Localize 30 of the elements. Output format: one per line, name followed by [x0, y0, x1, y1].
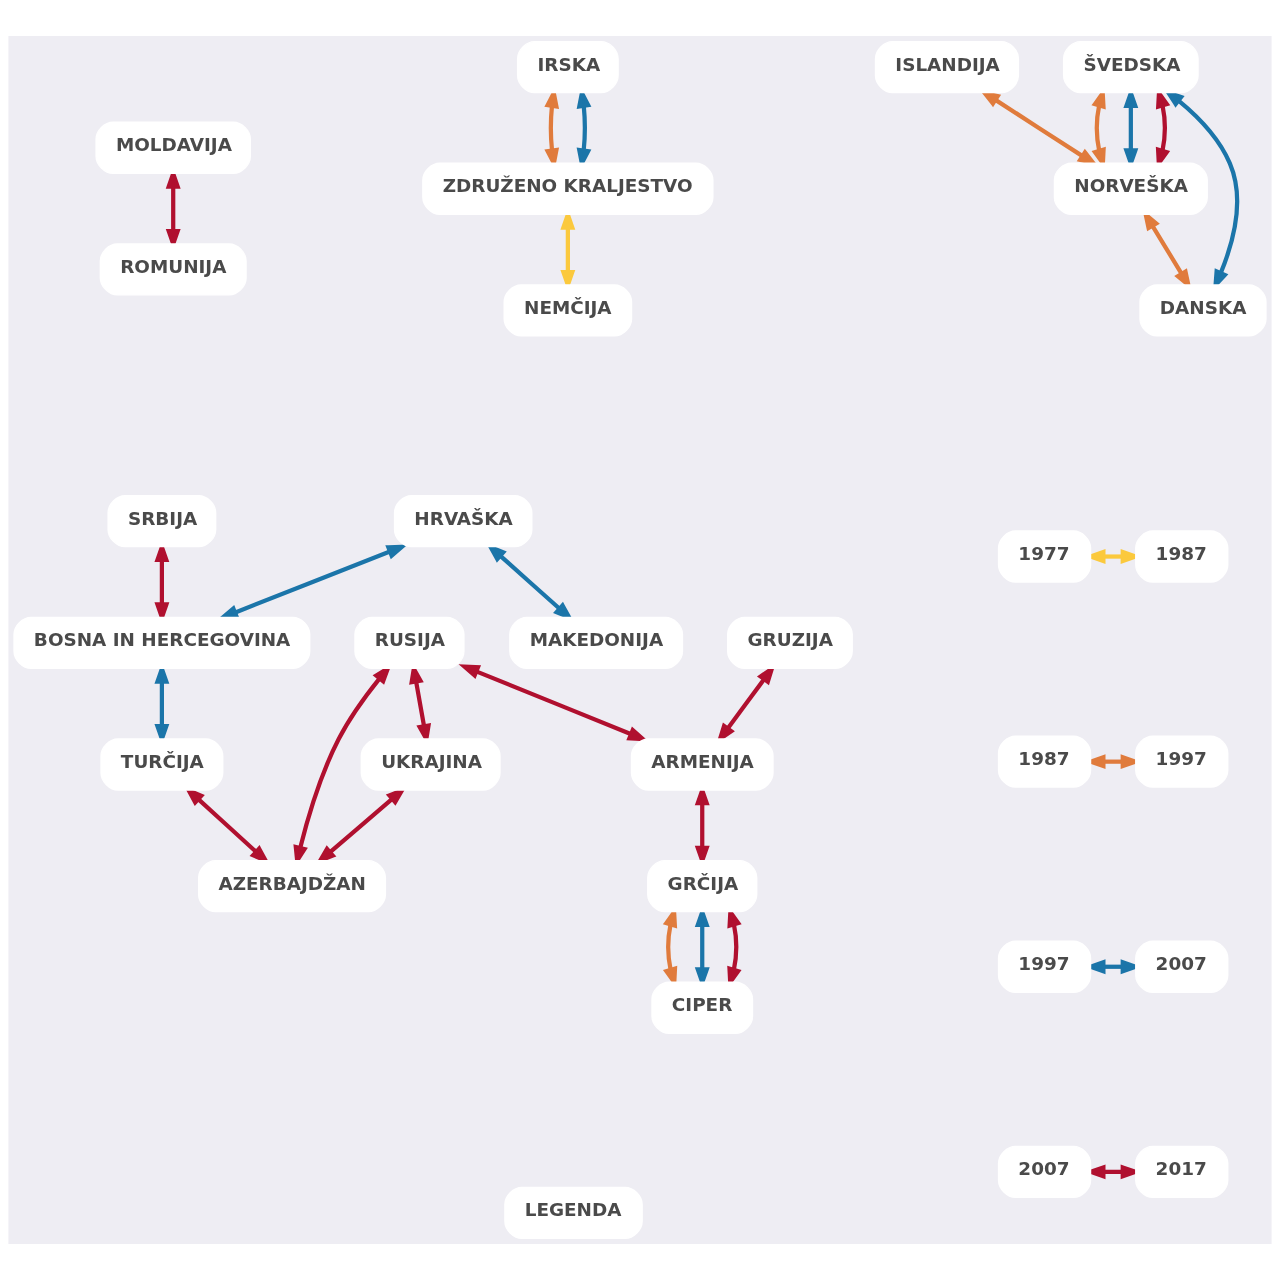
node-box: ŠVEDSKA: [1062, 40, 1199, 94]
node-box: RUSIJA: [354, 616, 465, 669]
node-box: ISLANDIJA: [874, 40, 1020, 94]
node-box: 1987: [997, 735, 1092, 788]
node-box: 1997: [1135, 735, 1229, 788]
node-box: MOLDAVIJA: [95, 121, 251, 174]
node-box: DANSKA: [1139, 284, 1267, 337]
node-box: NEMČIJA: [503, 284, 633, 337]
node-box: MAKEDONIJA: [509, 616, 684, 669]
node-box: ARMENIJA: [630, 738, 774, 791]
node-box: NORVEŠKA: [1053, 162, 1208, 215]
node-box: GRČIJA: [647, 859, 758, 913]
node-box: SRBIJA: [107, 495, 217, 548]
node-box: GRUZIJA: [727, 616, 853, 669]
node-box: 2007: [1135, 940, 1229, 993]
arrow: [458, 664, 649, 742]
node-box: 2017: [1135, 1145, 1229, 1199]
node-box: BOSNA IN HERCEGOVINA: [13, 616, 311, 669]
node-box: HRVAŠKA: [393, 495, 533, 548]
node-box: AZERBAJDŽAN: [197, 859, 387, 913]
node-box: ZDRUŽENO KRALJESTVO: [422, 162, 714, 215]
node-box: ROMUNIJA: [99, 243, 247, 296]
node-box: 1997: [997, 940, 1092, 993]
node-box: 1987: [1135, 530, 1229, 583]
node-box: CIPER: [651, 981, 754, 1034]
node-box: 1977: [997, 530, 1092, 583]
node-box: TURČIJA: [100, 738, 224, 791]
node-box: IRSKA: [516, 40, 619, 94]
node-box: 2007: [997, 1145, 1092, 1199]
node-box: UKRAJINA: [360, 738, 501, 791]
